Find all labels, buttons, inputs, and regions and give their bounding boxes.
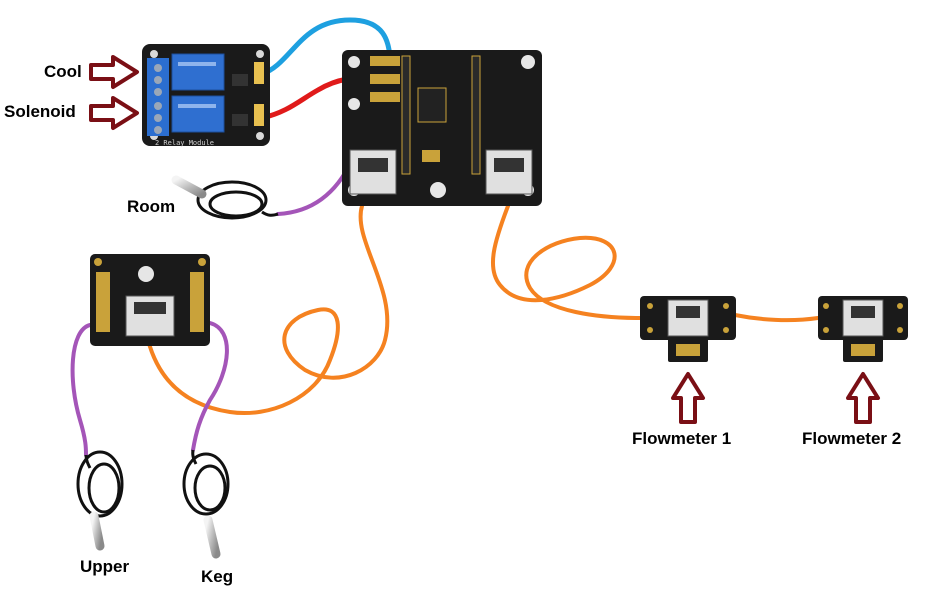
wire-purple-upper — [73, 325, 90, 455]
arrow-up-icon — [673, 374, 703, 422]
arrow-right-icon — [91, 57, 137, 87]
relay-silkscreen: 2 Relay Module — [155, 139, 214, 147]
controller-board-icon — [342, 50, 542, 206]
temperature-probe-icon — [176, 180, 278, 218]
temperature-probe-icon — [78, 452, 122, 546]
flowmeter-adapter-icon — [640, 296, 736, 362]
label-flowmeter-1: Flowmeter 1 — [632, 429, 731, 449]
label-keg: Keg — [201, 567, 233, 587]
temperature-probe-icon — [184, 450, 228, 554]
relay-module-icon: 2 Relay Module — [142, 44, 270, 147]
label-upper: Upper — [80, 557, 129, 577]
label-cool: Cool — [44, 62, 82, 82]
label-room: Room — [127, 197, 175, 217]
label-flowmeter-2: Flowmeter 2 — [802, 429, 901, 449]
flowmeter-adapter-icon — [818, 296, 908, 362]
sensor-hub-icon — [90, 254, 210, 346]
label-solenoid: Solenoid — [4, 102, 76, 122]
arrow-right-icon — [91, 98, 137, 128]
arrow-up-icon — [848, 374, 878, 422]
